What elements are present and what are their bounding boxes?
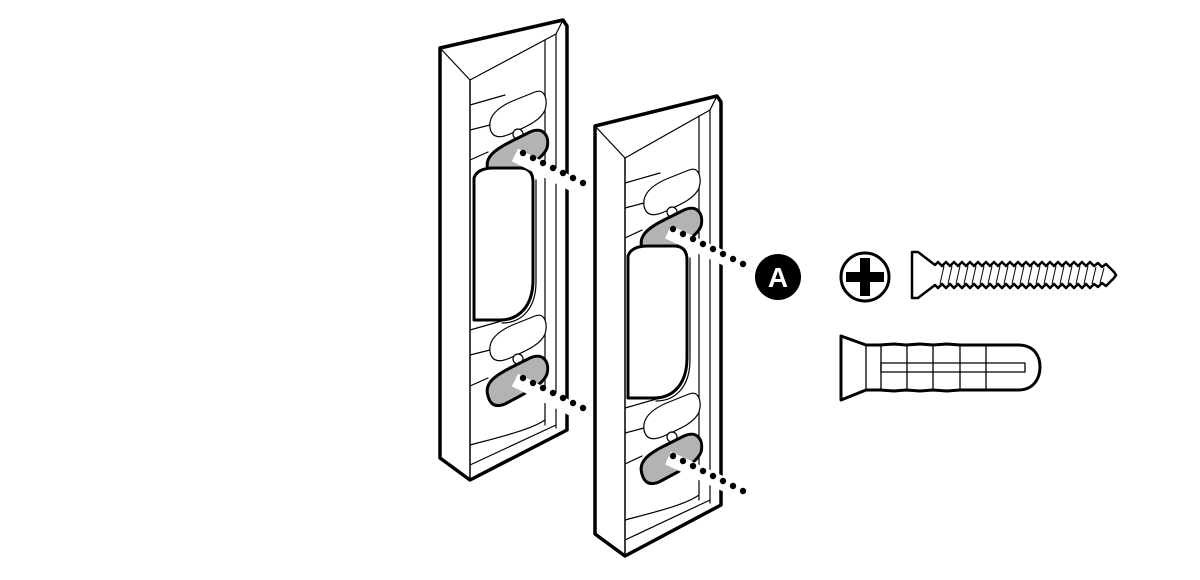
callout-a-badge: A <box>755 254 801 300</box>
screw-icon <box>910 250 1118 300</box>
bracket-1 <box>438 18 569 482</box>
callout-a-label: A <box>768 262 788 293</box>
phillips-drive-icon <box>839 251 891 303</box>
wall-anchor-icon <box>839 334 1042 402</box>
bracket-1-guide-lines <box>511 148 587 421</box>
bracket-2 <box>593 94 723 558</box>
bracket-2-guide-lines <box>665 225 747 499</box>
